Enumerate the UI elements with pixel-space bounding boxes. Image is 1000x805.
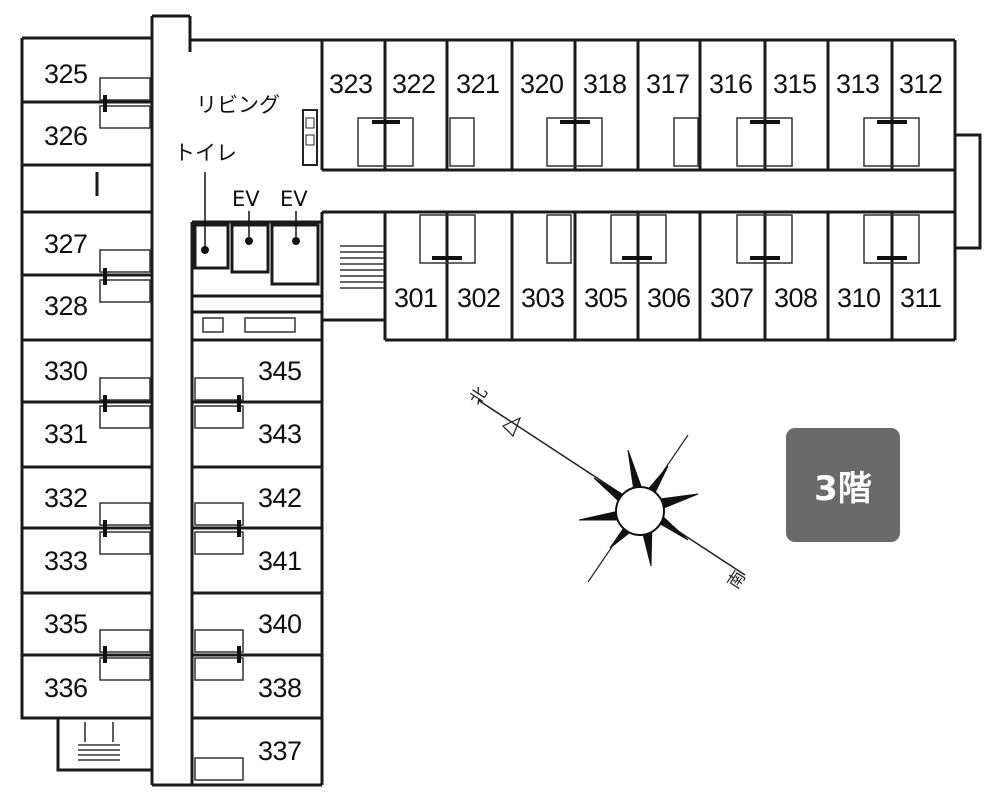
room-322: 322: [392, 69, 436, 99]
room-330: 330: [44, 356, 88, 386]
bath-unit: [99, 377, 151, 401]
room-311: 311: [900, 283, 942, 313]
bath-unit: [194, 405, 244, 429]
sink: [244, 317, 296, 333]
toilet-room: [193, 223, 230, 270]
bath-unit: [99, 629, 151, 653]
room-326: 326: [44, 121, 88, 151]
bath-unit: [357, 117, 414, 167]
ev-shaft-1: [230, 223, 270, 274]
bath-unit: [194, 531, 244, 555]
bath-unit: [194, 377, 244, 401]
bath-unit: [99, 657, 151, 681]
room-303: 303: [521, 283, 565, 313]
ev-label-1: EV: [232, 187, 260, 211]
bath-unit: [610, 214, 667, 264]
room-302: 302: [457, 283, 501, 313]
room-327: 327: [44, 229, 88, 259]
room-313: 313: [836, 69, 880, 99]
ev-shaft-2: [270, 223, 320, 286]
room-340: 340: [258, 609, 302, 639]
room-305: 305: [584, 283, 628, 313]
room-325: 325: [44, 59, 88, 89]
room-328: 328: [44, 291, 88, 321]
bath-unit: [99, 279, 151, 303]
toilet-label: トイレ: [174, 141, 237, 165]
room-320: 320: [520, 69, 564, 99]
ev-marker: [245, 237, 253, 245]
bath-unit: [449, 117, 475, 167]
floor-badge: 3階: [786, 428, 900, 542]
room-312: 312: [899, 69, 943, 99]
room-345: 345: [258, 356, 302, 386]
room-307: 307: [710, 283, 754, 313]
bath-unit: [673, 117, 699, 167]
room-323: 323: [329, 69, 373, 99]
room-332: 332: [44, 483, 88, 513]
compass-rose: 北 南: [466, 384, 750, 593]
stair-enclosure: [56, 718, 152, 772]
room-308: 308: [774, 283, 818, 313]
room-331: 331: [44, 419, 88, 449]
room-333: 333: [44, 546, 88, 576]
ev-marker: [292, 237, 300, 245]
room-342: 342: [258, 483, 302, 513]
bath-unit: [194, 757, 244, 781]
room-317: 317: [646, 69, 690, 99]
room-338: 338: [258, 673, 302, 703]
kitchen-counter: [305, 117, 315, 129]
bath-unit: [736, 117, 793, 167]
bath-unit: [546, 214, 572, 264]
bath-unit: [99, 249, 151, 273]
ev-label-2: EV: [280, 187, 308, 211]
bath-unit: [99, 77, 151, 101]
bath-unit: [736, 214, 793, 264]
bath-unit: [194, 629, 244, 653]
bath-unit: [99, 405, 151, 429]
west-wing-wall: [20, 36, 152, 720]
north-label: 北: [466, 384, 492, 409]
room-310: 310: [837, 283, 881, 313]
east-end-bump: [955, 133, 982, 250]
bath-unit: [194, 502, 244, 526]
room-301: 301: [394, 283, 438, 313]
room-343: 343: [258, 419, 302, 449]
bath-unit: [99, 531, 151, 555]
toilet-marker: [201, 246, 209, 254]
sink: [202, 317, 224, 333]
room-315: 315: [773, 69, 817, 99]
room-306: 306: [647, 283, 691, 313]
bath-unit: [194, 657, 244, 681]
room-337: 337: [258, 736, 302, 766]
bath-unit: [99, 502, 151, 526]
kitchen-counter: [305, 134, 315, 146]
bath-unit: [863, 117, 920, 167]
bath-unit: [546, 117, 603, 167]
room-335: 335: [44, 609, 88, 639]
bath-unit: [863, 214, 920, 264]
living-label: リビング: [196, 93, 280, 117]
south-label: 南: [724, 568, 750, 593]
room-336: 336: [44, 673, 88, 703]
bath-unit: [99, 105, 151, 129]
room-318: 318: [583, 69, 627, 99]
room-316: 316: [709, 69, 753, 99]
room-341: 341: [258, 546, 302, 576]
room-321: 321: [456, 69, 500, 99]
bath-unit: [419, 214, 476, 264]
